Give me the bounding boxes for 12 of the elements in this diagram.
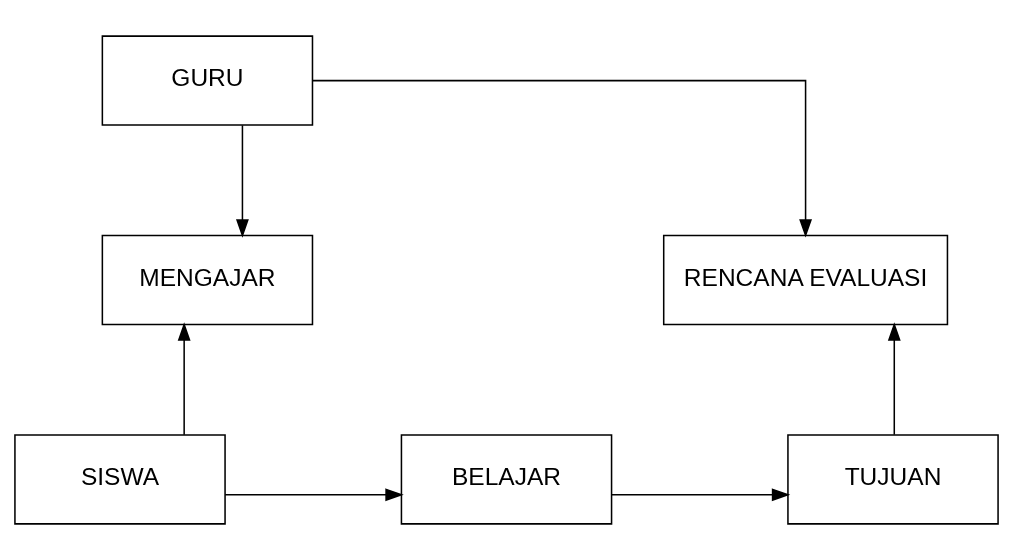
arrow <box>177 321 191 435</box>
node-box: RENCANA EVALUASI <box>662 234 949 325</box>
arrow <box>236 124 249 238</box>
arrow <box>887 321 901 435</box>
node-box: TUJUAN <box>787 433 999 525</box>
node-box: SISWA <box>14 433 226 525</box>
arrow <box>610 487 791 501</box>
node-box: BELAJAR <box>400 433 613 525</box>
node-box: GURU <box>101 34 314 126</box>
node-box: MENGAJAR <box>101 234 314 325</box>
arrow <box>224 487 404 501</box>
arrow <box>312 79 813 238</box>
